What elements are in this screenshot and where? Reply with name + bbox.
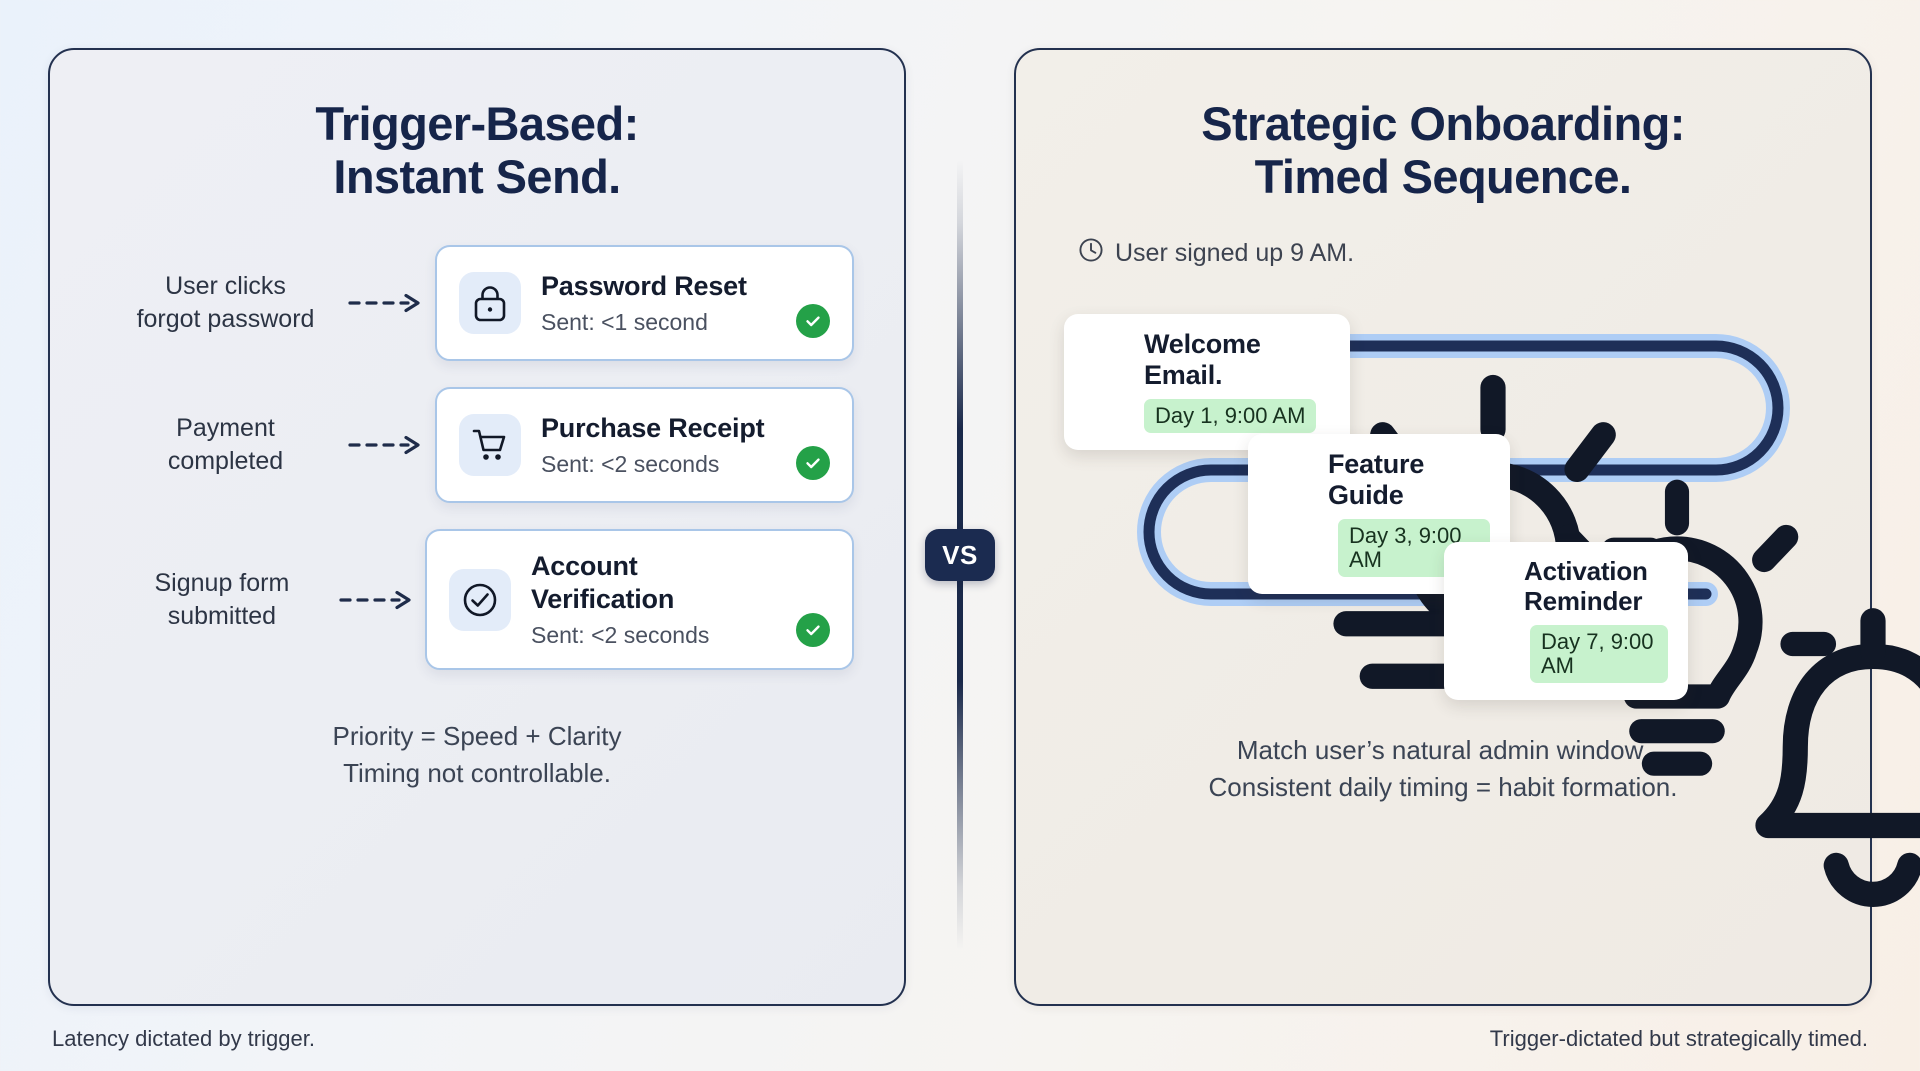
trigger-row: Payment completed	[108, 387, 854, 504]
sequence-card-text: Welcome Email. Day 1, 9:00 AM	[1144, 329, 1330, 433]
left-panel-title-line1: Trigger-Based:	[315, 97, 639, 150]
sequence-card-welcome-email[interactable]: Welcome Email. Day 1, 9:00 AM	[1064, 314, 1664, 690]
check-circle-icon	[448, 568, 511, 631]
event-subtitle: Sent: <2 seconds	[530, 622, 710, 649]
event-subtitle: Sent: <1 second	[541, 309, 708, 336]
trigger-row: Signup form submitted	[108, 529, 854, 671]
sequence-card-title: Feature Guide	[1328, 449, 1425, 511]
right-footnote-line1: Match user’s natural admin window.	[1236, 735, 1650, 766]
left-panel-title: Trigger-Based: Instant Send.	[50, 50, 904, 203]
event-title: Password Reset	[541, 271, 747, 302]
panel-strategic-onboarding: Strategic Onboarding: Timed Sequence. Us…	[1014, 48, 1920, 1006]
sequence-card-text: Activation Reminder Day 7, 9:00 AM	[1524, 556, 1668, 683]
right-panel-footnote: Match user’s natural admin window. Consi…	[1016, 732, 1870, 806]
trigger-rows: User clicks forgot password	[50, 245, 904, 671]
status-check-icon	[796, 613, 830, 648]
left-panel-footnote: Priority = Speed + Clarity Timing not co…	[50, 718, 904, 792]
right-footnote-line2: Consistent daily timing = habit formatio…	[1208, 772, 1678, 803]
right-panel-title: Strategic Onboarding: Timed Sequence.	[1016, 50, 1870, 203]
sunrise-icon	[1082, 358, 1664, 690]
event-title: Purchase Receipt	[541, 413, 765, 444]
trigger-row: User clicks forgot password	[108, 245, 854, 362]
vs-divider: VS	[912, 160, 1008, 950]
lightbulb-icon	[1266, 479, 1837, 777]
timed-sequence-flow: Welcome Email. Day 1, 9:00 AM	[1016, 276, 1920, 908]
event-card-password-reset[interactable]: Password Reset Sent: <1 second	[435, 245, 854, 362]
footer-caption-right: Trigger-dictated but strategically timed…	[1489, 1025, 1868, 1051]
left-footnote-line1: Priority = Speed + Clarity	[332, 721, 622, 752]
dashed-arrow-icon	[336, 589, 425, 611]
sequence-card-activation-reminder[interactable]: Activation Reminder Day 7, 9:00 AM	[1444, 542, 1920, 908]
lock-icon	[459, 272, 521, 335]
signup-note: User signed up 9 AM.	[1078, 237, 1870, 270]
bell-icon	[1462, 597, 1920, 908]
event-title: Account Verification	[530, 551, 675, 614]
footer-caption-left: Latency dictated by trigger.	[52, 1025, 315, 1051]
event-subtitle: Sent: <2 seconds	[541, 451, 720, 478]
sequence-card-chip: Day 7, 9:00 AM	[1530, 624, 1668, 683]
clock-icon	[1078, 237, 1104, 270]
event-card-purchase-receipt[interactable]: Purchase Receipt Sent: <2 seconds	[435, 387, 854, 504]
signup-note-text: User signed up 9 AM.	[1115, 239, 1355, 268]
trigger-label-password-reset: User clicks forgot password	[136, 272, 315, 334]
right-panel-title-line2: Timed Sequence.	[1254, 149, 1632, 203]
comparison-panels: Trigger-Based: Instant Send. User clicks…	[48, 48, 1920, 1006]
right-panel-title-line1: Strategic Onboarding:	[1201, 97, 1685, 150]
dashed-arrow-icon	[343, 292, 435, 314]
vs-badge: VS	[925, 529, 995, 581]
sequence-card-title: Activation Reminder	[1524, 556, 1648, 616]
trigger-label-account-verification: Signup form submitted	[154, 568, 290, 630]
left-panel-title-line2: Instant Send.	[333, 149, 621, 203]
footer-captions: Latency dictated by trigger. Trigger-dic…	[0, 1006, 1920, 1071]
panel-trigger-based: Trigger-Based: Instant Send. User clicks…	[48, 48, 906, 1006]
event-card-account-verification[interactable]: Account Verification Sent: <2 seconds	[424, 529, 854, 671]
status-check-icon	[796, 304, 830, 339]
event-text: Password Reset Sent: <1 second	[541, 270, 776, 336]
status-check-icon	[796, 446, 830, 481]
event-text: Account Verification Sent: <2 seconds	[531, 550, 776, 649]
shopping-cart-icon	[459, 414, 521, 477]
sequence-card-title: Welcome Email.	[1144, 329, 1261, 391]
left-footnote-line2: Timing not controllable.	[343, 757, 611, 788]
sequence-card-chip: Day 1, 9:00 AM	[1144, 398, 1317, 433]
trigger-label-purchase-receipt: Payment completed	[167, 414, 284, 476]
event-text: Purchase Receipt Sent: <2 seconds	[541, 412, 776, 478]
dashed-arrow-icon	[343, 434, 435, 456]
